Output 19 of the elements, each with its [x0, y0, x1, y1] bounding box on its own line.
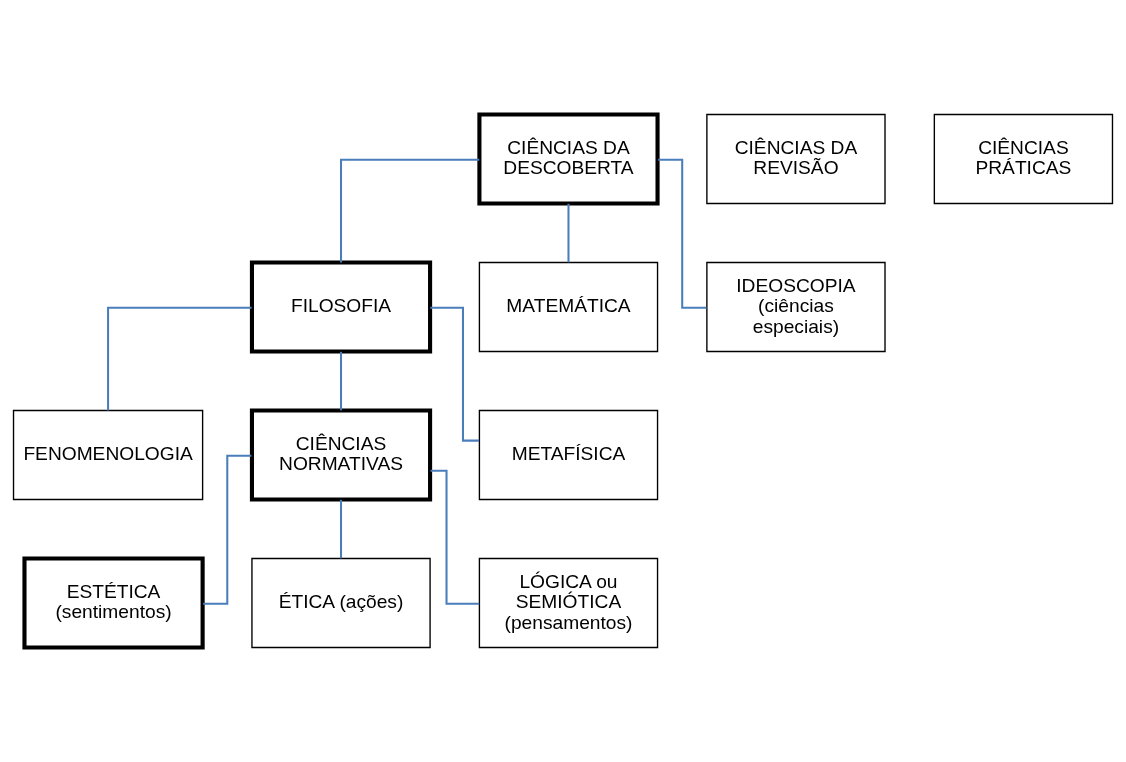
node-box: ÉTICA (ações) — [251, 557, 431, 649]
connector — [567, 203, 570, 263]
node-box: METAFÍSICA — [478, 409, 659, 501]
connector — [203, 454, 252, 605]
connector — [340, 499, 343, 559]
connector — [340, 351, 343, 411]
node-box: LÓGICA ou SEMIÓTICA (pensamentos) — [478, 557, 659, 649]
node-box: ESTÉTICA (sentimentos) — [22, 556, 205, 650]
connector — [340, 158, 480, 263]
node-box: MATEMÁTICA — [478, 261, 659, 353]
node-box: IDEOSCOPIA (ciências especiais) — [706, 261, 886, 353]
connector — [107, 306, 252, 411]
node-box: CIÊNCIAS DA REVISÃO — [706, 113, 886, 205]
node-box: FILOSOFIA — [249, 260, 433, 354]
node-box: CIÊNCIAS NORMATIVAS — [249, 408, 433, 502]
node-box: CIÊNCIAS PRÁTICAS — [933, 113, 1114, 205]
connector — [658, 158, 707, 309]
node-box: CIÊNCIAS DA DESCOBERTA — [477, 112, 660, 206]
node-box: FENOMENOLOGIA — [12, 409, 204, 501]
